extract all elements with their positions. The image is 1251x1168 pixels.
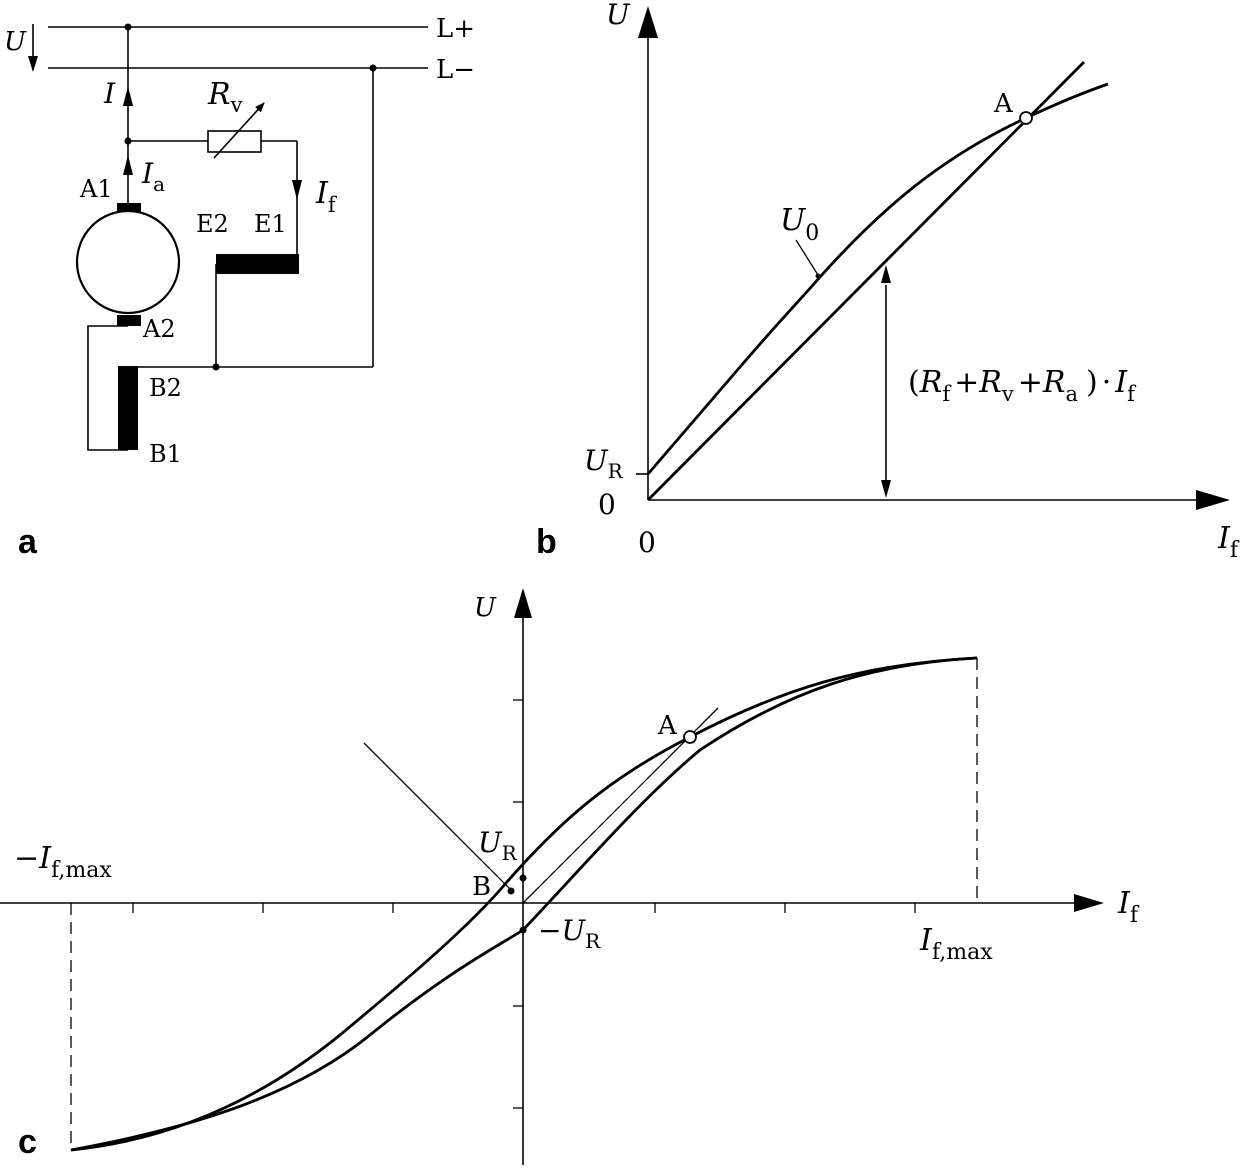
chart-b-y-arrowhead [638, 6, 658, 38]
field-winding [216, 254, 299, 274]
chart-c-y-arrowhead [514, 588, 532, 618]
chart-b-point-a [1019, 111, 1033, 125]
chart-c-upper-curve [70, 656, 978, 1152]
chart-b-point-a-label: A [993, 89, 1014, 119]
resistor [207, 130, 262, 153]
chart-c-point-b-label: B [472, 872, 491, 902]
resistor-label: Rv [207, 77, 243, 117]
chart-c-point-b-dot [507, 887, 515, 895]
chart-c-xmax-label: If,max [919, 923, 993, 965]
terminal-b2-label: B2 [149, 374, 182, 402]
node-negative [369, 64, 377, 72]
armature-to-series-wire [87, 325, 128, 451]
brush-bottom [117, 315, 141, 326]
armature-machine [75, 209, 181, 315]
panel-label-b: b [536, 523, 557, 561]
current-arrow-total [123, 86, 133, 106]
chart-c-y-ticks [513, 699, 523, 1109]
chart-c-residual-neg-dot [519, 926, 527, 934]
panel-label-c: c [18, 1123, 37, 1161]
panel-label-a: a [18, 523, 38, 561]
chart-c-x-arrowhead [1074, 894, 1104, 912]
chart-c-residual-neg-label: −UR [538, 914, 601, 953]
field-current-label: If [315, 176, 338, 217]
chart-c-y-label: U [474, 593, 497, 623]
chart-b-dimension-head-top [881, 265, 891, 283]
chart-c-point-a-label: A [657, 711, 678, 741]
current-arrow-armature [123, 155, 133, 175]
terminal-a2-label: A2 [142, 315, 176, 343]
voltage-label: U [4, 27, 27, 57]
chart-b-x-arrowhead [1196, 490, 1230, 510]
terminal-b1-label: B1 [149, 440, 182, 468]
voltage-arrowhead [28, 56, 38, 72]
chart-b-no-load-label: U0 [780, 203, 819, 246]
chart-c: U If If,max −If,max UR −UR A B [0, 588, 1140, 1165]
chart-b-origin-y: 0 [598, 488, 616, 521]
chart-b-u0-dot [815, 273, 821, 279]
armature-current-label: Ia [141, 157, 165, 196]
chart-b-y-label: U [606, 0, 631, 31]
current-arrow-field [292, 180, 302, 200]
rail-negative-label: L− [436, 55, 475, 85]
chart-b-resistance-label: (Rf+Rv+Ra)·If [908, 365, 1137, 406]
chart-b-x-label: If [1217, 521, 1240, 563]
resistor-variable-arrow [213, 102, 265, 159]
chart-b-u0-leader [795, 239, 819, 276]
node-return [212, 363, 220, 371]
series-winding [118, 366, 138, 450]
chart-c-xmin-label: −If,max [14, 841, 112, 883]
terminal-a1-label: A1 [79, 175, 113, 203]
terminal-e1-label: E1 [254, 210, 287, 238]
chart-b-residual-label: UR [584, 444, 624, 483]
chart-b-resistance-line [647, 61, 1085, 501]
chart-c-point-a [683, 730, 697, 744]
circuit-diagram: L+ L− U I Ia Rv If A1 A2 E2 E1 [4, 14, 475, 468]
terminal-e2-label: E2 [196, 210, 229, 238]
brush-top [117, 203, 141, 214]
chart-c-residual-pos-label: UR [478, 826, 518, 865]
node-top [124, 23, 132, 31]
chart-c-negative-line [363, 742, 513, 892]
chart-b-dimension-head-bottom [881, 480, 891, 498]
current-total-label: I [103, 77, 116, 110]
chart-c-x-label: If [1117, 886, 1140, 928]
chart-b-origin-x: 0 [638, 526, 656, 559]
chart-c-x-ticks [132, 903, 916, 913]
rail-positive-label: L+ [436, 14, 475, 44]
chart-b-no-load-curve [646, 82, 1109, 475]
chart-c-residual-pos-dot [519, 874, 527, 882]
chart-c-lower-curve [70, 656, 978, 1152]
chart-b: U If 0 0 UR U0 A (Rf+Rv+Ra)·If [584, 0, 1240, 563]
